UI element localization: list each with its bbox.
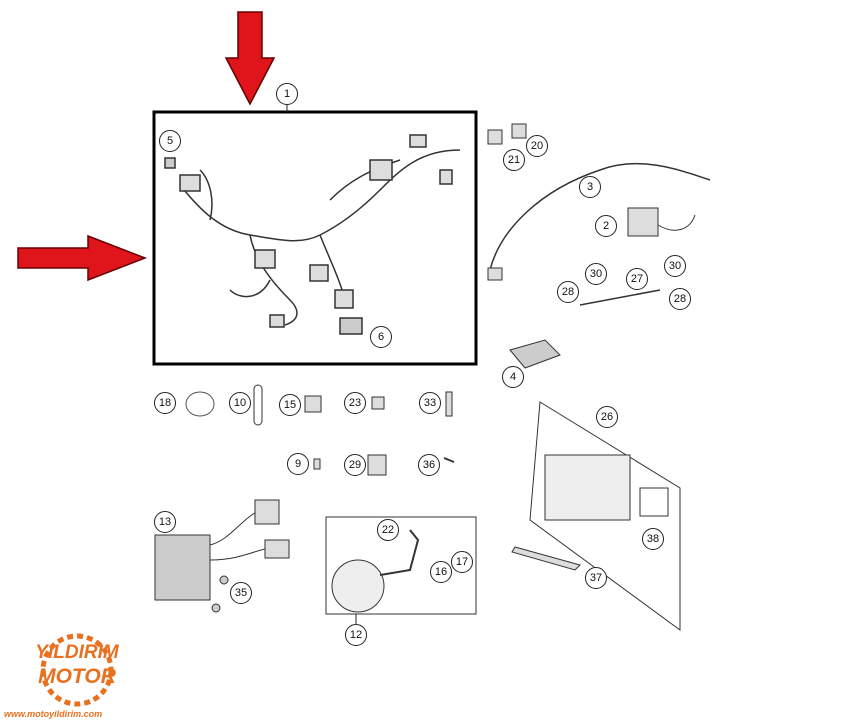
callout-4: 4 <box>502 366 524 388</box>
callout-38: 38 <box>642 528 664 550</box>
callout-3: 3 <box>579 176 601 198</box>
callout-5: 5 <box>159 130 181 152</box>
callout-37: 37 <box>585 567 607 589</box>
callout-6: 6 <box>370 326 392 348</box>
callout-21: 21 <box>503 149 525 171</box>
callout-12: 12 <box>345 624 367 646</box>
svg-text:YILDIRIM: YILDIRIM <box>35 642 120 663</box>
callout-20: 20 <box>526 135 548 157</box>
callout-30: 30 <box>664 255 686 277</box>
right-arrow <box>17 234 148 282</box>
callout-26: 26 <box>596 406 618 428</box>
callout-30: 30 <box>585 263 607 285</box>
callout-28: 28 <box>557 281 579 303</box>
callout-36: 36 <box>418 454 440 476</box>
yildirim-motor-logo: YILDIRIM MOTOR <box>35 633 120 707</box>
callout-10: 10 <box>229 392 251 414</box>
callout-33: 33 <box>419 392 441 414</box>
callout-13: 13 <box>154 511 176 533</box>
callout-16: 16 <box>430 561 452 583</box>
svg-text:MOTOR: MOTOR <box>38 665 117 688</box>
callout-2: 2 <box>595 215 617 237</box>
callout-29: 29 <box>344 454 366 476</box>
callout-23: 23 <box>344 392 366 414</box>
callout-22: 22 <box>377 519 399 541</box>
callout-27: 27 <box>626 268 648 290</box>
callout-17: 17 <box>451 551 473 573</box>
down-arrow <box>224 11 276 106</box>
callout-9: 9 <box>287 453 309 475</box>
callout-28: 28 <box>669 288 691 310</box>
callout-18: 18 <box>154 392 176 414</box>
callout-15: 15 <box>279 394 301 416</box>
highlight-box <box>152 110 478 366</box>
website-url[interactable]: www.motoyildirim.com <box>4 709 103 719</box>
callout-35: 35 <box>230 582 252 604</box>
callout-1: 1 <box>276 83 298 105</box>
wiring-harness <box>164 134 461 335</box>
